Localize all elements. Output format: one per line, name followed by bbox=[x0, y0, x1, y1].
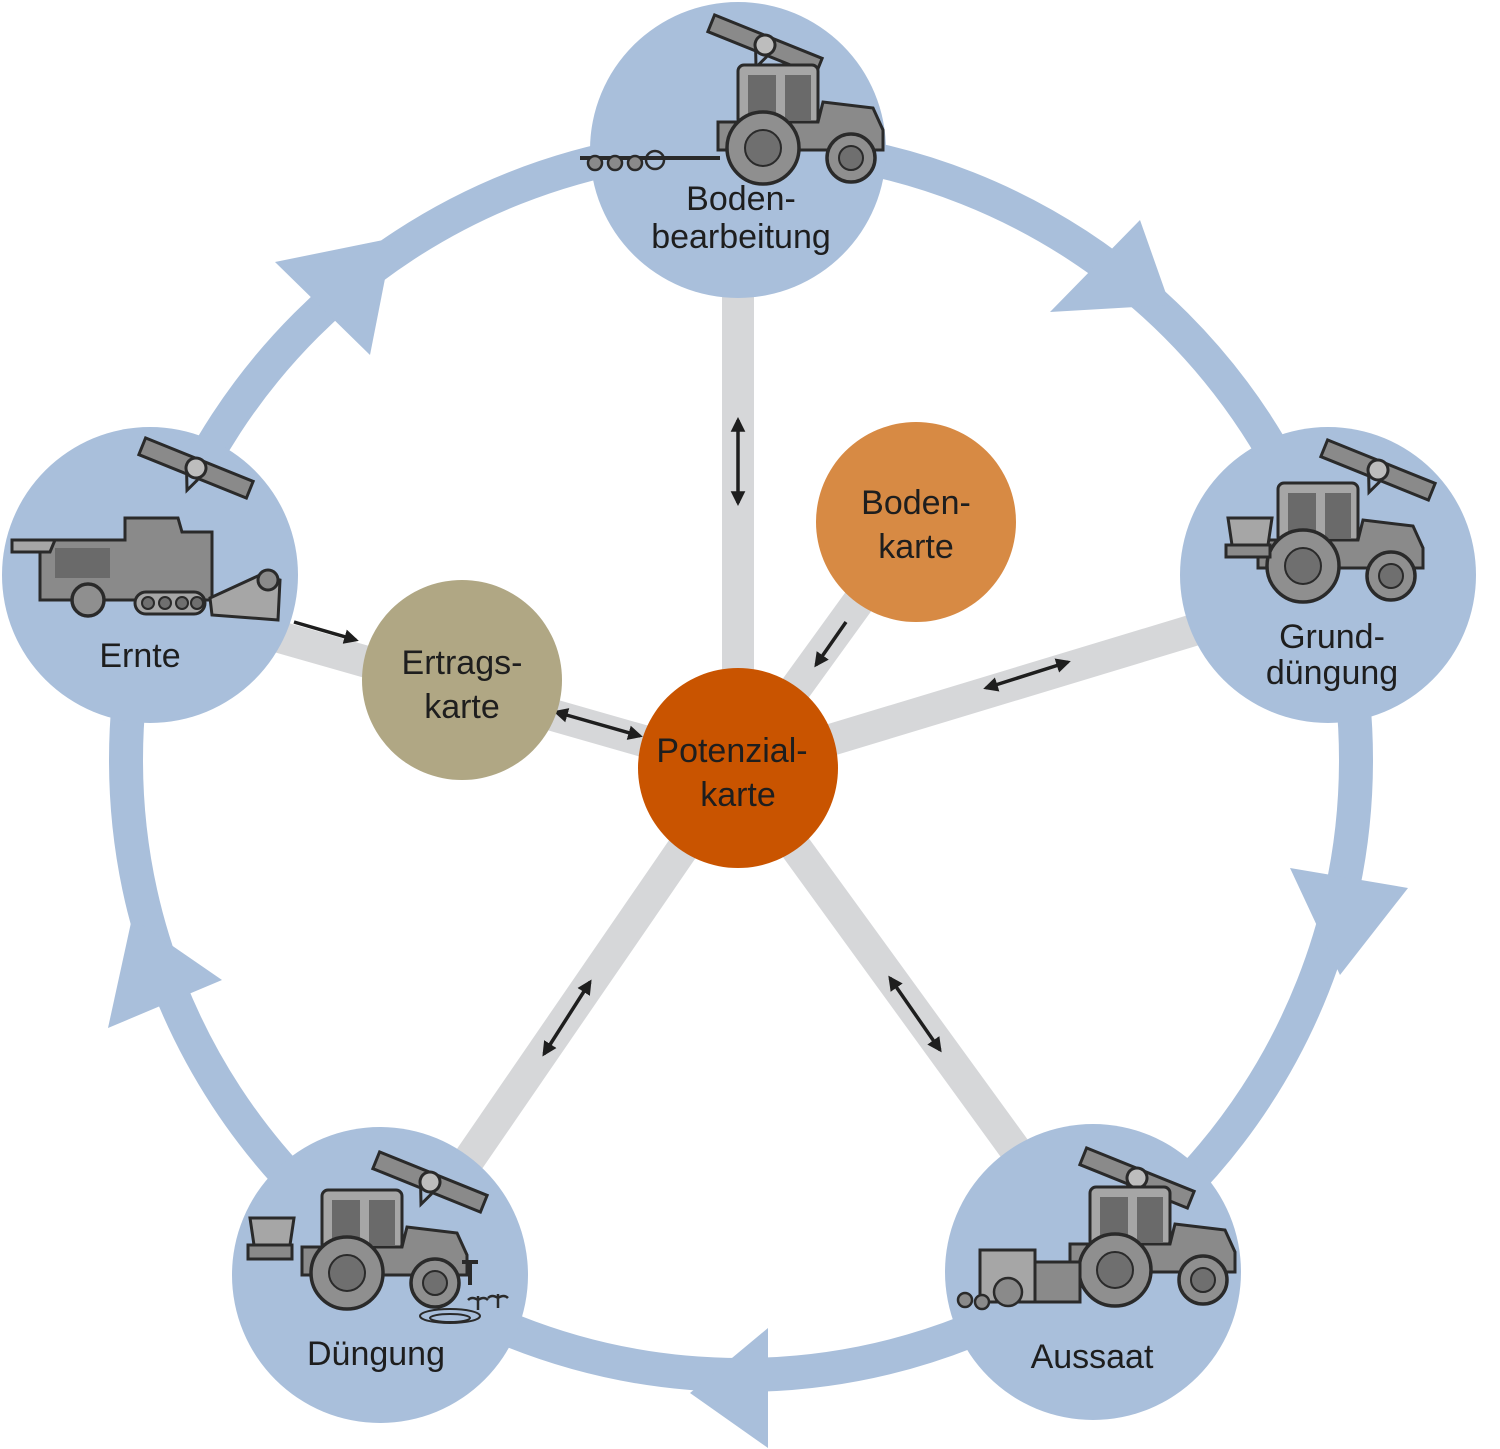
tractor-with-cultivator-icon bbox=[580, 63, 885, 186]
arrow-ernte-to-ertragskarte bbox=[293, 620, 359, 644]
label-ertragskarte-2: karte bbox=[424, 688, 500, 726]
label-potenzialkarte-2: karte bbox=[700, 776, 776, 814]
tractor-with-spreader-icon bbox=[1224, 481, 1425, 604]
label-duengung: Düngung bbox=[307, 1335, 445, 1373]
node-bodenbearbeitung: Boden- bearbeitung bbox=[580, 2, 886, 298]
double-arrow-ertragskarte bbox=[553, 708, 643, 740]
label-aussaat: Aussaat bbox=[1031, 1338, 1154, 1376]
node-aussaat: Aussaat bbox=[945, 1124, 1241, 1420]
node-ernte: Ernte bbox=[2, 427, 298, 723]
double-arrow-duengung bbox=[542, 979, 592, 1057]
connection-arrows bbox=[293, 417, 1071, 1057]
label-grundduengung-2: düngung bbox=[1266, 654, 1398, 692]
cycle-arrow-4 bbox=[108, 918, 222, 1028]
node-bodenkarte: Boden- karte bbox=[816, 422, 1016, 622]
cycle-arrow-5 bbox=[275, 238, 393, 355]
tractor-with-seeder-icon bbox=[956, 1185, 1237, 1311]
tractor-with-sprayer-icon bbox=[246, 1188, 509, 1324]
label-potenzialkarte-1: Potenzial- bbox=[656, 732, 807, 770]
combine-harvester-icon bbox=[10, 516, 282, 622]
double-arrow-aussaat bbox=[888, 975, 942, 1053]
node-potenzialkarte: Potenzial- karte bbox=[638, 668, 838, 868]
label-bodenkarte-1: Boden- bbox=[861, 484, 971, 522]
cycle-arrow-2 bbox=[1290, 868, 1408, 975]
cycle-arrow-1 bbox=[1050, 220, 1170, 312]
label-bodenbearbeitung-2: bearbeitung bbox=[651, 218, 831, 256]
label-ernte: Ernte bbox=[99, 637, 180, 675]
cycle-direction-arrows bbox=[108, 220, 1408, 1448]
node-duengung: Düngung bbox=[232, 1127, 528, 1423]
label-bodenkarte-2: karte bbox=[878, 528, 954, 566]
node-grundduengung: Grund- düngung bbox=[1180, 427, 1476, 723]
label-bodenbearbeitung-1: Boden- bbox=[686, 180, 796, 218]
arrow-bodenkarte-to-potenzialkarte bbox=[814, 620, 848, 668]
cycle-arrow-3 bbox=[690, 1328, 768, 1448]
node-ertragskarte: Ertrags- karte bbox=[362, 580, 562, 780]
double-arrow-grundduengung bbox=[983, 658, 1071, 692]
label-grundduengung-1: Grund- bbox=[1279, 618, 1385, 656]
label-ertragskarte-1: Ertrags- bbox=[402, 644, 523, 682]
